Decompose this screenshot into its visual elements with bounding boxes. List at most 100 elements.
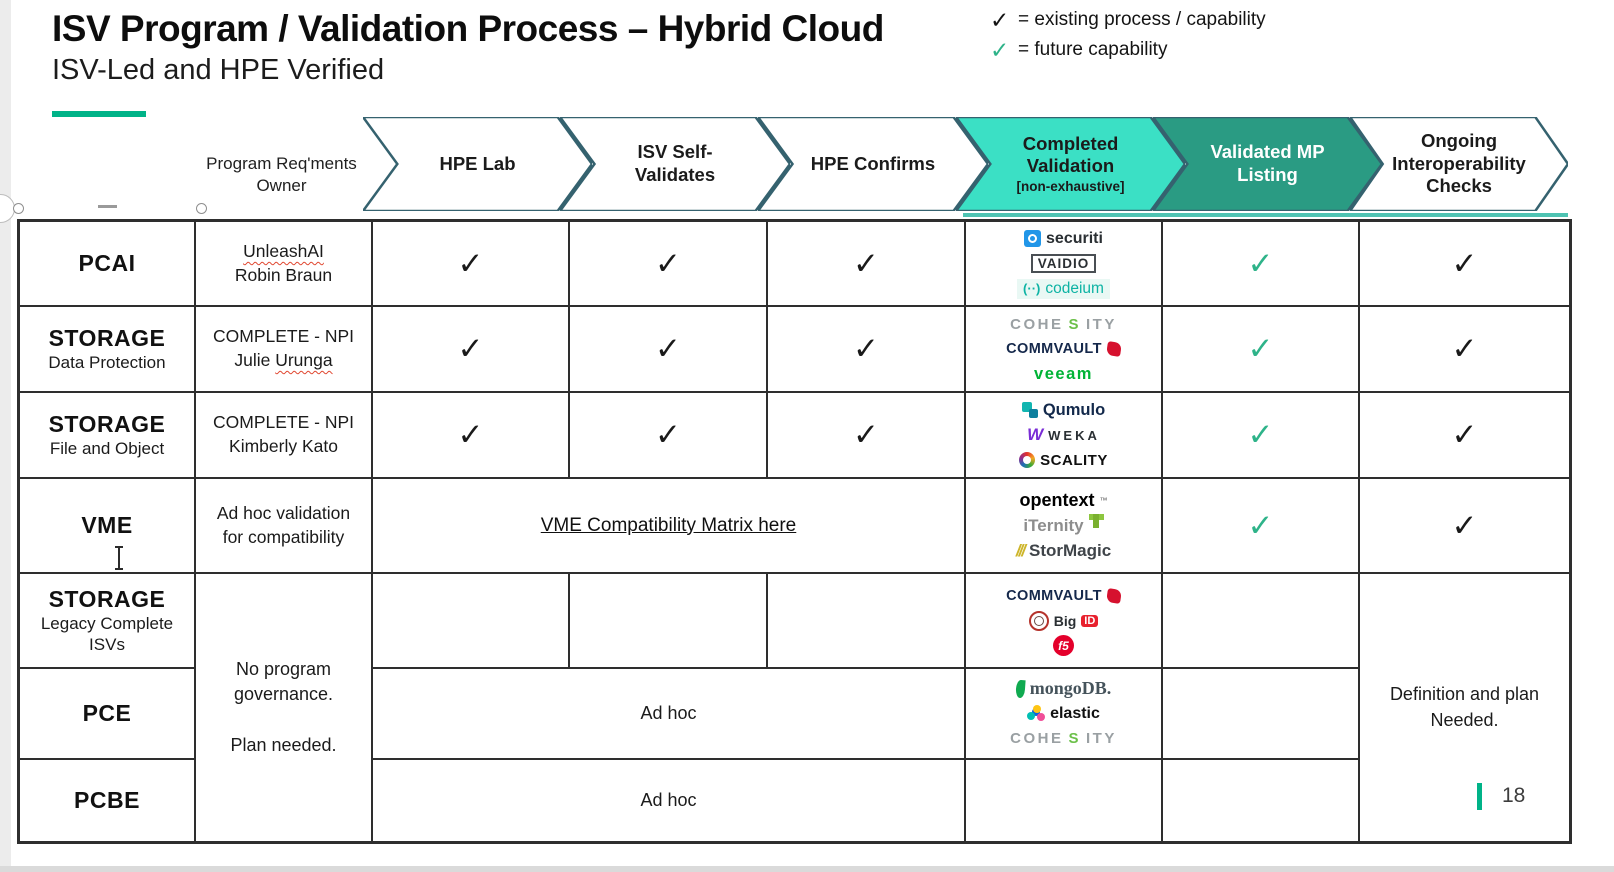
- logo-scality: SCALITY: [1019, 449, 1108, 472]
- commvault-icon: [1105, 341, 1122, 357]
- left-gutter: [0, 0, 11, 872]
- check-icon: ✓: [990, 6, 1010, 33]
- check-cell: ✓: [767, 306, 965, 392]
- check-cell: ✓: [1162, 306, 1359, 392]
- category-sublabel: ISVs: [89, 635, 125, 654]
- category-label: PCE: [82, 700, 132, 726]
- stage-hpe-lab: HPE Lab: [363, 117, 592, 211]
- check-existing-icon: ✓: [1451, 331, 1478, 366]
- qumulo-icon: [1021, 402, 1038, 418]
- bottom-gutter: [0, 866, 1614, 872]
- category-cell-pce: PCE: [19, 668, 195, 759]
- legend-item-future: ✓ = future capability: [990, 35, 1266, 65]
- logo-cell-pcai: securiti VAIDIO (··)codeium: [965, 221, 1162, 306]
- stormagic-icon: ///: [1015, 540, 1026, 560]
- owner-cell-vme: Ad hoc validation for compatibility: [195, 478, 372, 573]
- logo-iternity: iTernity: [1023, 513, 1104, 537]
- logo-veeam: veeam: [1034, 364, 1093, 383]
- vme-matrix-cell: VME Compatibility Matrix here: [372, 478, 965, 573]
- owner-note-line: No program governance.: [233, 658, 334, 704]
- definition-needed-cell: Definition and plan Needed.: [1359, 573, 1570, 842]
- check-cell: ✓: [569, 221, 767, 306]
- category-cell-vme: VME: [19, 478, 195, 573]
- owner-line: Robin Braun: [234, 264, 333, 285]
- category-label: PCBE: [74, 787, 140, 813]
- selection-handle[interactable]: [13, 203, 24, 214]
- check-cell: ✓: [1162, 478, 1359, 573]
- stage-label: Ongoing Interoperability Checks: [1392, 130, 1526, 197]
- elastic-icon: [1027, 704, 1045, 723]
- empty-cell: [1162, 573, 1359, 668]
- check-existing-icon: ✓: [853, 331, 879, 366]
- category-cell-pcbe: PCBE: [19, 759, 195, 842]
- vme-compatibility-link[interactable]: VME Compatibility Matrix here: [540, 514, 797, 536]
- chevron-shape: [758, 117, 988, 211]
- chevron-shape: [1350, 117, 1568, 211]
- stage-label: HPE Lab: [439, 152, 516, 174]
- f5-icon: f5: [1053, 635, 1074, 656]
- check-icon: ✓: [990, 36, 1010, 63]
- check-existing-icon: ✓: [457, 417, 484, 452]
- page-subtitle: ISV-Led and HPE Verified: [52, 54, 385, 86]
- check-cell: ✓: [767, 221, 965, 306]
- logo-codeium: (··)codeium: [1017, 277, 1110, 300]
- owner-line: UnleashAI: [243, 240, 324, 261]
- accent-bar: [52, 111, 146, 117]
- check-future-icon: ✓: [1247, 331, 1274, 366]
- category-label: STORAGE: [48, 585, 166, 612]
- check-existing-icon: ✓: [1451, 417, 1478, 452]
- check-cell: ✓: [569, 306, 767, 392]
- logo-stack: securiti VAIDIO (··)codeium: [1017, 227, 1110, 300]
- page-title: ISV Program / Validation Process – Hybri…: [52, 8, 884, 49]
- logo-f5: f5: [1053, 634, 1074, 657]
- check-existing-icon: ✓: [853, 245, 879, 281]
- legend-label: = existing process / capability: [1018, 9, 1266, 30]
- securiti-icon: [1024, 230, 1042, 247]
- owner-cell-pcai: UnleashAI Robin Braun: [195, 221, 372, 306]
- legend-label: = future capability: [1018, 39, 1168, 60]
- category-sublabel: Legacy Complete: [40, 613, 174, 633]
- note-line: Needed.: [1430, 709, 1499, 730]
- stage-label: ISV Self-Validates: [634, 141, 716, 185]
- stage-validated-mp-listing: Validated MP Listing: [1153, 117, 1382, 211]
- check-cell: ✓: [372, 306, 569, 392]
- category-cell-storage-legacy: STORAGE Legacy Complete ISVs: [19, 573, 195, 668]
- check-cell: ✓: [372, 392, 569, 478]
- chevron-shape: [956, 117, 1185, 211]
- check-future-icon: ✓: [1247, 417, 1274, 452]
- category-cell-storage-fo: STORAGE File and Object: [19, 392, 195, 478]
- category-sublabel: File and Object: [49, 438, 165, 458]
- owner-column-header: Program Req'ments Owner: [206, 154, 357, 196]
- selection-handle-dash[interactable]: [98, 205, 117, 208]
- check-cell: ✓: [1162, 392, 1359, 478]
- check-cell: ✓: [1359, 392, 1570, 478]
- page-number: 18: [1502, 784, 1526, 807]
- selection-handle[interactable]: [196, 203, 207, 214]
- category-label: STORAGE: [48, 410, 166, 437]
- text-cursor-ibeam: [113, 546, 125, 570]
- stage-ongoing-interoperability: Ongoing Interoperability Checks: [1350, 117, 1568, 211]
- iternity-icon: [1088, 513, 1104, 528]
- check-cell: ✓: [1359, 478, 1570, 573]
- logo-commvault: COMMVAULT: [1006, 584, 1122, 607]
- legend: ✓ = existing process / capability ✓ = fu…: [990, 5, 1266, 65]
- owner-line: COMPLETE - NPI: [213, 412, 354, 433]
- check-existing-icon: ✓: [1451, 507, 1478, 543]
- owner-line: Kimberly Kato: [229, 436, 338, 456]
- logo-mongodb: mongoDB.: [1015, 677, 1111, 700]
- bigid-icon: [1028, 610, 1049, 631]
- empty-cell: [1162, 759, 1359, 842]
- category-cell-storage-dp: STORAGE Data Protection: [19, 306, 195, 392]
- check-future-icon: ✓: [1247, 507, 1274, 543]
- stage-label: HPE Confirms: [810, 152, 936, 174]
